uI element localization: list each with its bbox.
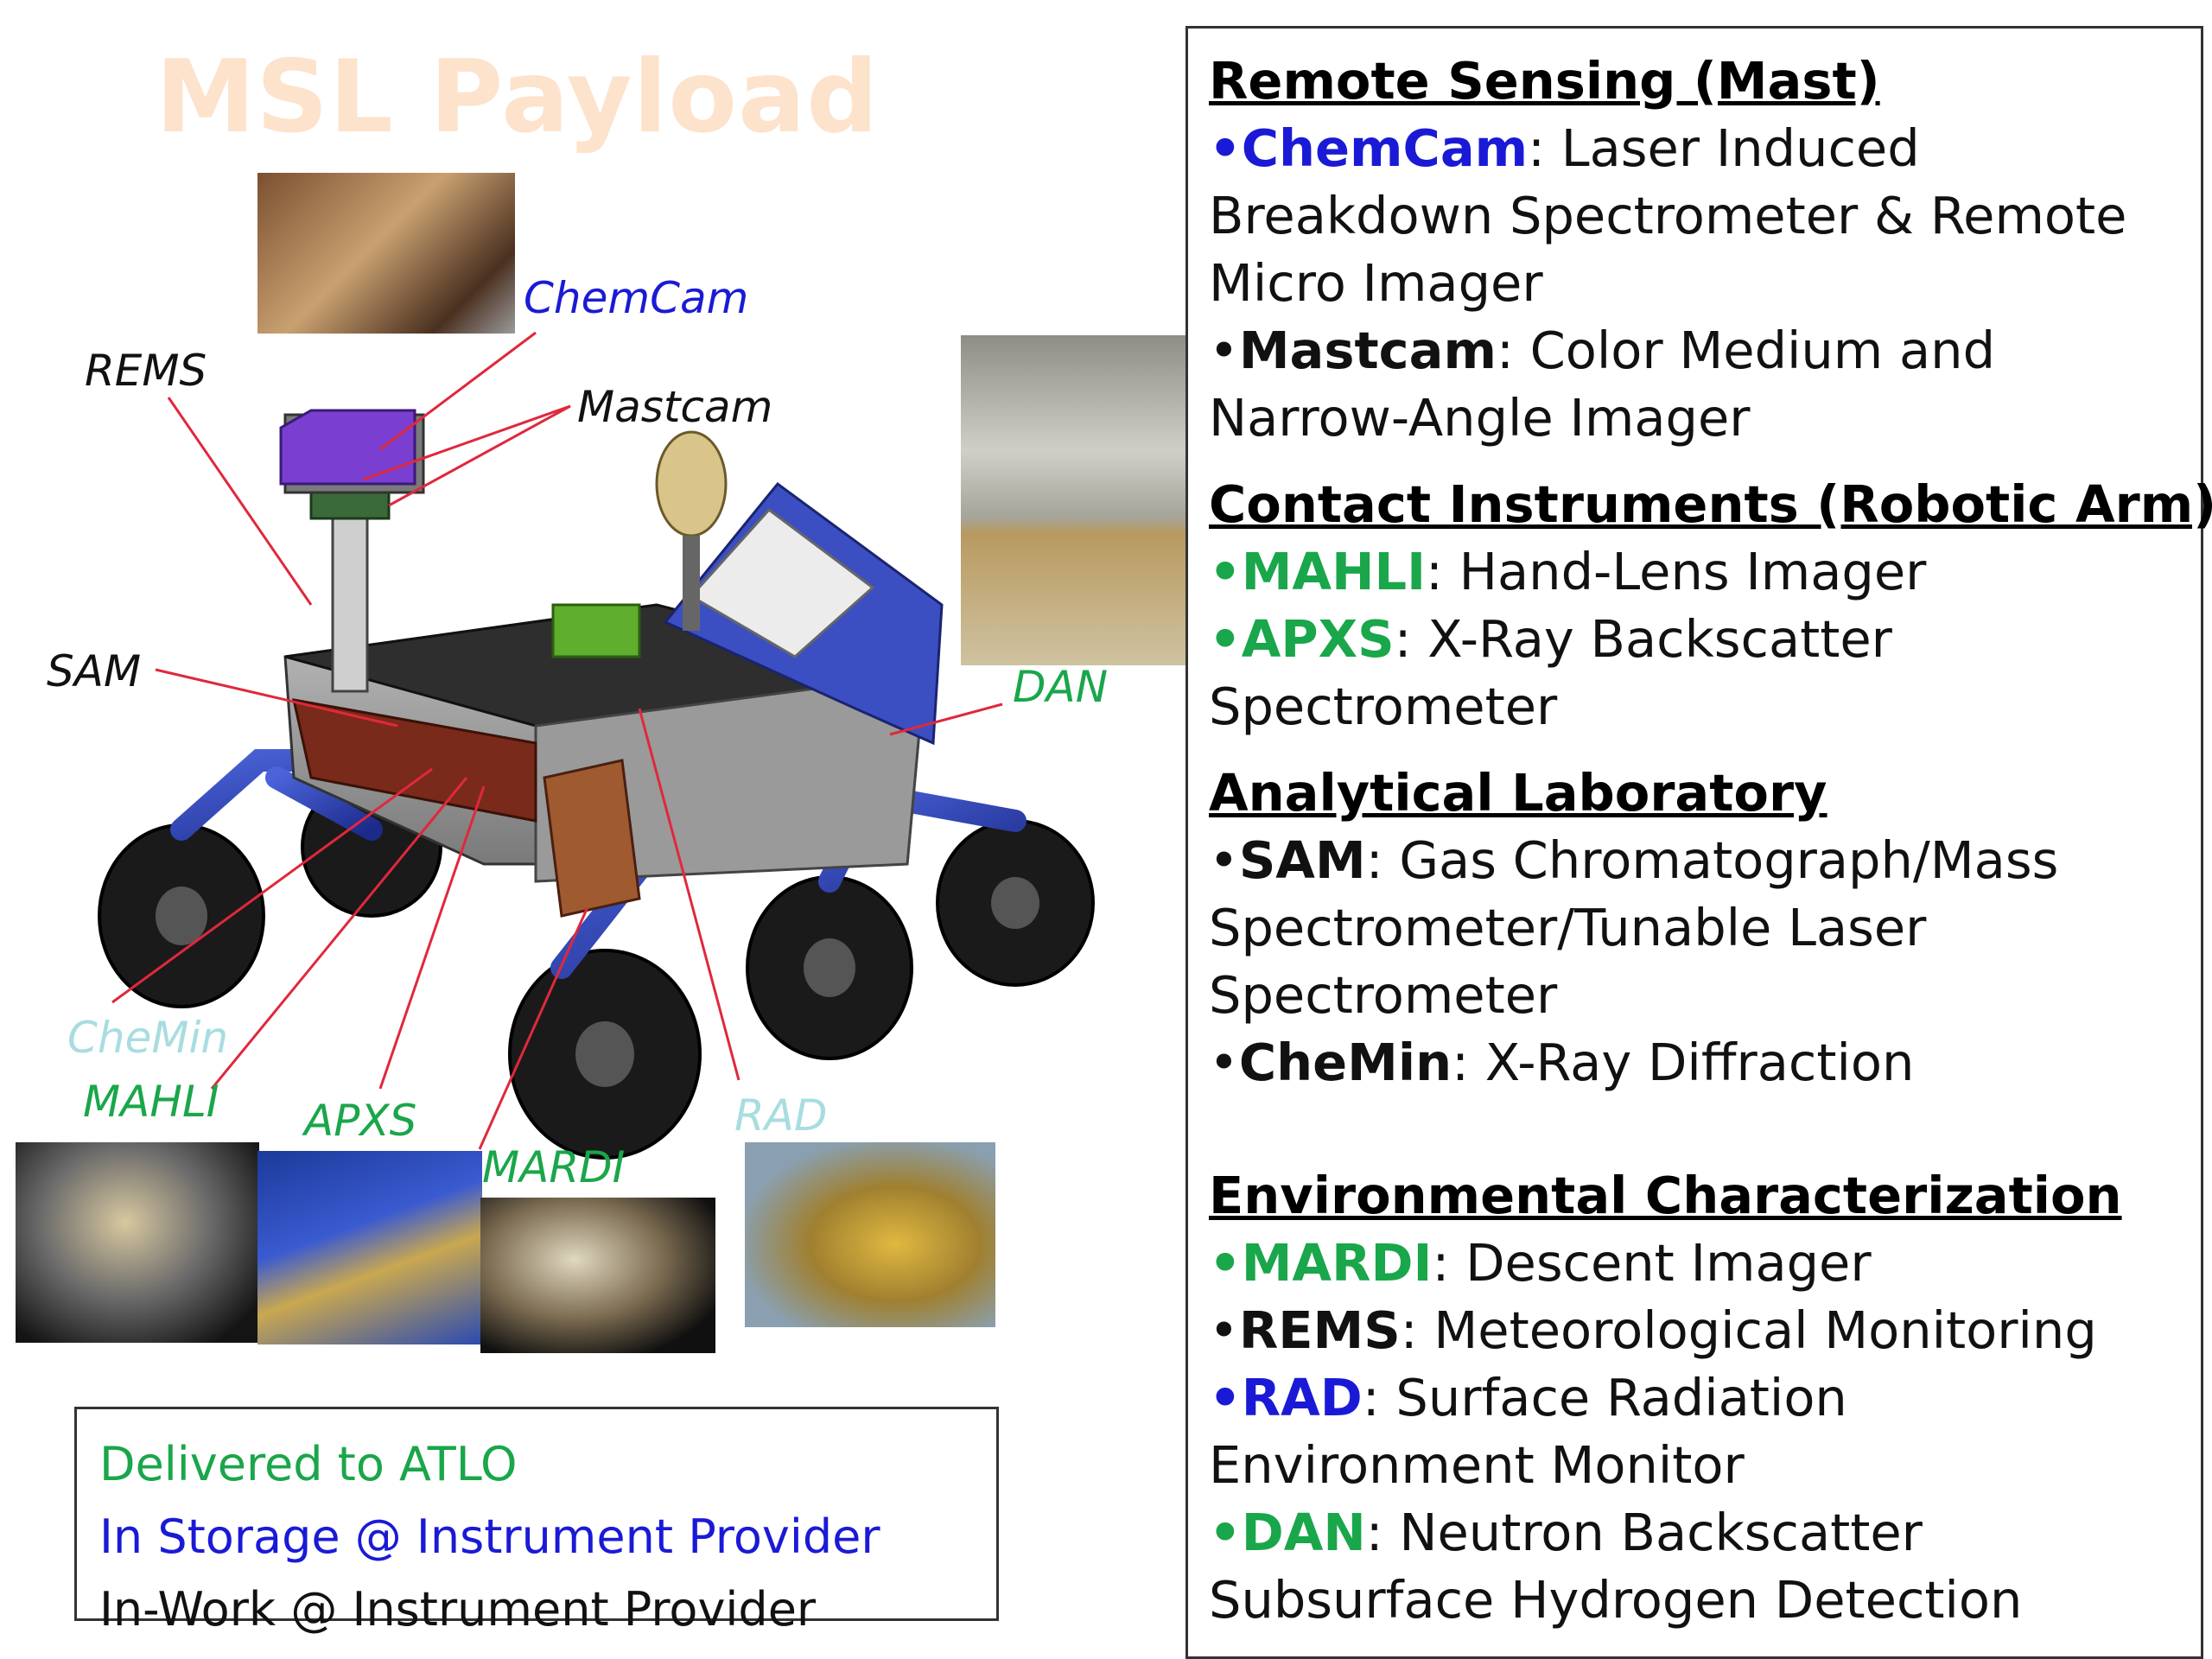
item-rad-name: RAD bbox=[1241, 1368, 1363, 1427]
item-chemcam-name: ChemCam bbox=[1241, 118, 1529, 178]
item-mahli-desc: : Hand-Lens Imager bbox=[1426, 542, 1927, 601]
item-mahli: •MAHLI: Hand-Lens Imager bbox=[1209, 542, 1927, 601]
item-sam-desc: : Gas Chromatograph/Mass Spectrometer/Tu… bbox=[1209, 830, 2059, 1025]
item-chemcam-desc: : Laser Induced Breakdown Spectrometer &… bbox=[1209, 118, 2127, 313]
callout-chemin: CheMin bbox=[67, 1013, 229, 1063]
legend-storage: In Storage @ Instrument Provider bbox=[99, 1510, 880, 1564]
item-chemin-name: CheMin bbox=[1238, 1033, 1452, 1092]
item-mastcam-desc: : Color Medium and Narrow-Angle Imager bbox=[1209, 321, 1996, 448]
item-mardi-desc: : Descent Imager bbox=[1432, 1233, 1872, 1293]
callout-mahli: MAHLI bbox=[83, 1077, 219, 1127]
item-chemin-desc: : X-Ray Diffraction bbox=[1452, 1033, 1915, 1092]
item-apxs-name: APXS bbox=[1241, 609, 1395, 669]
item-apxs: •APXS: X-Ray Backscatter Spectrometer bbox=[1209, 609, 1892, 736]
chemcam-photo bbox=[257, 173, 515, 334]
item-rems-desc: : Meteorological Monitoring bbox=[1400, 1300, 2097, 1360]
rover-mast bbox=[279, 409, 425, 693]
section-heading-lab: Analytical Laboratory bbox=[1209, 763, 1827, 823]
rover-diagram bbox=[98, 331, 1095, 1160]
item-mardi: •MARDI: Descent Imager bbox=[1209, 1233, 1872, 1293]
rover-wheels bbox=[98, 776, 1095, 1160]
chemin-photo bbox=[16, 1142, 259, 1343]
rover-body bbox=[283, 430, 944, 918]
item-sam: •SAM: Gas Chromatograph/Mass Spectromete… bbox=[1209, 830, 2059, 1025]
rad-photo bbox=[745, 1142, 995, 1327]
mardi-photo bbox=[480, 1198, 715, 1353]
item-apxs-desc: : X-Ray Backscatter Spectrometer bbox=[1209, 609, 1892, 736]
item-dan-desc: : Neutron Backscatter Subsurface Hydroge… bbox=[1209, 1503, 2023, 1630]
item-mastcam-name: Mastcam bbox=[1238, 321, 1497, 380]
callout-mardi: MARDI bbox=[482, 1142, 626, 1192]
item-rad-desc: : Surface Radiation Environment Monitor bbox=[1209, 1368, 1847, 1495]
dan-photo bbox=[961, 335, 1185, 665]
item-sam-name: SAM bbox=[1238, 830, 1366, 890]
item-chemin: •CheMin: X-Ray Diffraction bbox=[1209, 1033, 1915, 1092]
section-heading-arm: Contact Instruments (Robotic Arm) bbox=[1209, 474, 2212, 534]
slide-title: MSL Payload bbox=[156, 39, 880, 156]
leader-lines bbox=[111, 331, 1003, 1150]
item-mahli-name: MAHLI bbox=[1241, 542, 1427, 601]
callout-dan: DAN bbox=[1013, 662, 1109, 712]
callout-mastcam: Mastcam bbox=[577, 382, 773, 432]
legend-delivered: Delivered to ATLO bbox=[99, 1437, 518, 1491]
instrument-list-panel: Remote Sensing (Mast) •ChemCam: Laser In… bbox=[1185, 26, 2212, 1659]
callout-sam: SAM bbox=[47, 646, 142, 696]
item-mardi-name: MARDI bbox=[1241, 1233, 1433, 1293]
apxs-photo bbox=[257, 1151, 482, 1344]
section-heading-env: Environmental Characterization bbox=[1209, 1166, 2122, 1225]
status-legend: Delivered to ATLO In Storage @ Instrumen… bbox=[74, 1407, 999, 1637]
section-heading-mast: Remote Sensing (Mast) bbox=[1209, 51, 1880, 111]
item-rems-name: REMS bbox=[1238, 1300, 1401, 1360]
item-rems: •REMS: Meteorological Monitoring bbox=[1209, 1300, 2097, 1360]
callout-rems: REMS bbox=[85, 346, 207, 396]
item-chemcam: •ChemCam: Laser Induced Breakdown Spectr… bbox=[1209, 118, 2127, 313]
item-dan: •DAN: Neutron Backscatter Subsurface Hyd… bbox=[1209, 1503, 2023, 1630]
legend-inwork: In-Work @ Instrument Provider bbox=[99, 1582, 817, 1637]
callout-chemcam: ChemCam bbox=[524, 273, 749, 323]
callout-apxs: APXS bbox=[304, 1096, 417, 1146]
item-rad: •RAD: Surface Radiation Environment Moni… bbox=[1209, 1368, 1847, 1495]
item-mastcam: •Mastcam: Color Medium and Narrow-Angle … bbox=[1209, 321, 1996, 448]
callout-rad: RAD bbox=[734, 1090, 828, 1141]
item-dan-name: DAN bbox=[1241, 1503, 1366, 1562]
